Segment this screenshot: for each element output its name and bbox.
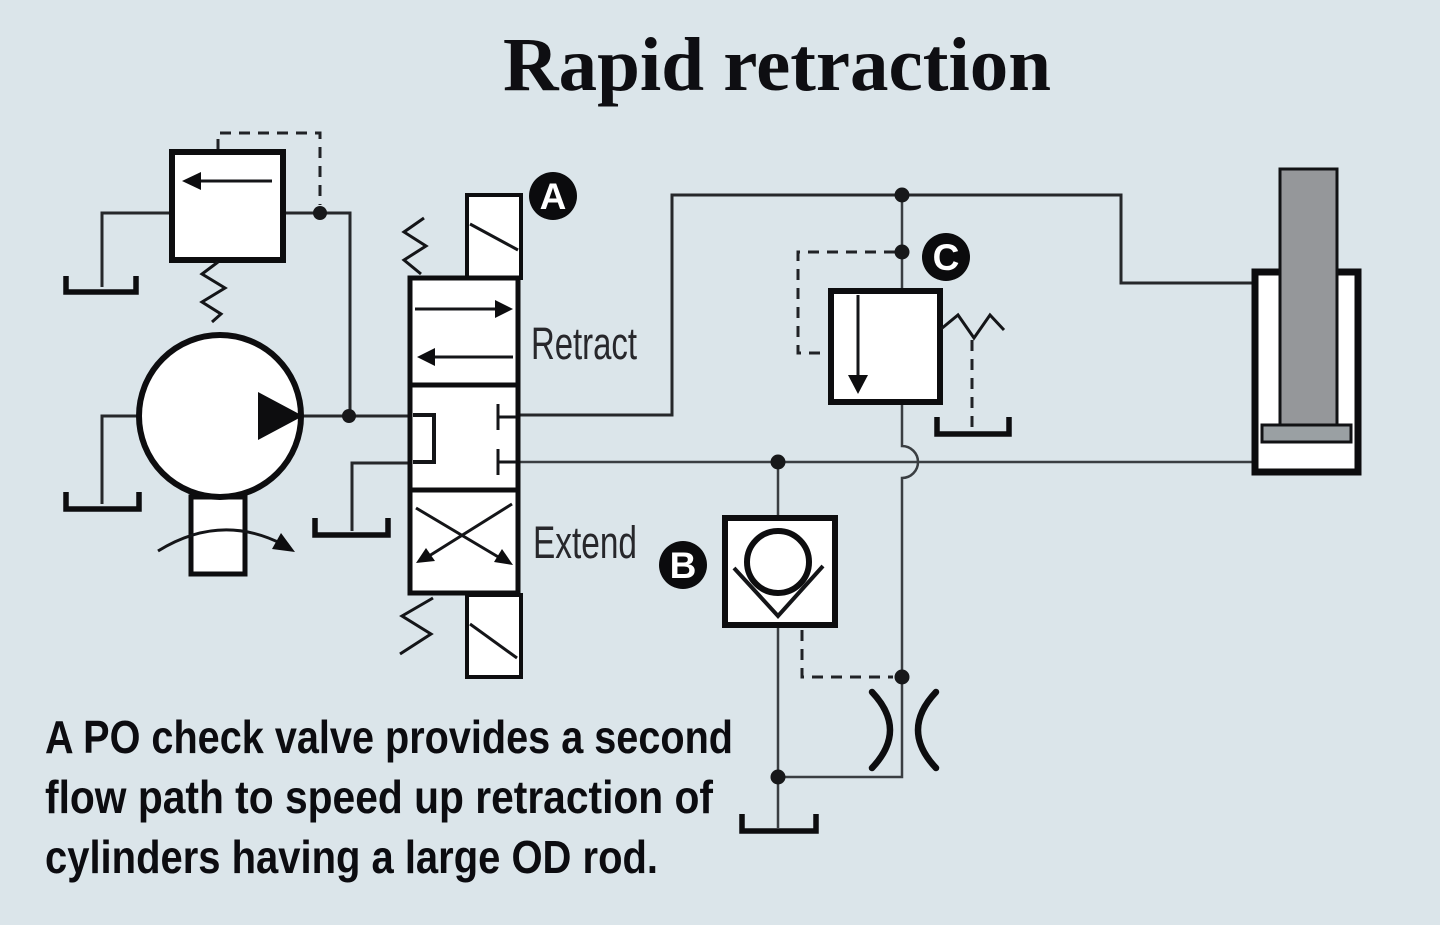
junction-dot bbox=[894, 669, 910, 685]
extend-flow-arrow bbox=[428, 502, 513, 558]
relief-arrowhead-icon bbox=[182, 172, 201, 190]
arrowhead-icon bbox=[494, 549, 513, 565]
tank-icon bbox=[312, 518, 391, 538]
solenoid-bottom bbox=[465, 593, 523, 679]
arrowhead-icon bbox=[848, 375, 868, 394]
solenoid-diagonal-icon bbox=[469, 222, 519, 252]
badge-b: B bbox=[659, 541, 707, 589]
orifice-left-arc-icon bbox=[868, 688, 894, 772]
valve-spring-icon bbox=[401, 216, 429, 276]
solenoid-diagonal-icon bbox=[469, 622, 518, 660]
relief-tank-line bbox=[100, 211, 172, 287]
relief-spring-icon bbox=[199, 260, 228, 324]
junction-dot bbox=[313, 206, 327, 220]
junction-dots bbox=[313, 187, 910, 785]
arrowhead-icon bbox=[495, 300, 513, 318]
retract-label: Retract bbox=[531, 318, 637, 369]
junction-dot bbox=[770, 769, 786, 785]
check-valve-seat-icon bbox=[732, 564, 825, 619]
valve-c-pilot-line bbox=[796, 250, 895, 355]
po-check-valve-b bbox=[722, 462, 893, 834]
valve-spring-icon bbox=[399, 596, 434, 656]
relief-output-line bbox=[283, 211, 352, 416]
extend-flow-arrow bbox=[415, 506, 501, 560]
relief-pilot-line bbox=[216, 131, 322, 205]
check-valve-pilot-line bbox=[800, 630, 893, 679]
junction-dot bbox=[894, 187, 910, 203]
badge-b-label: B bbox=[670, 545, 697, 586]
rotation-arrow bbox=[157, 528, 285, 553]
pump-inlet-line bbox=[100, 414, 139, 504]
counterbalance-valve-c bbox=[778, 195, 1012, 779]
badge-c: C bbox=[922, 233, 970, 281]
page-title: Rapid retraction bbox=[503, 23, 1051, 107]
valve-a-drain-line bbox=[350, 461, 410, 531]
badge-circle-icon bbox=[529, 172, 577, 220]
badge-c-label: C bbox=[933, 237, 960, 278]
caption-line-3: cylinders having a large OD rod. bbox=[45, 831, 658, 883]
orifice-right-arc-icon bbox=[914, 688, 940, 772]
cylinder bbox=[1251, 167, 1362, 476]
cylinder-piston bbox=[1260, 423, 1353, 444]
relief-valve-body bbox=[169, 149, 286, 263]
badge-circle-icon bbox=[922, 233, 970, 281]
valve-a-body bbox=[407, 275, 521, 596]
valve-c-body bbox=[828, 288, 943, 405]
arrowhead-icon bbox=[417, 348, 435, 366]
extend-label: Extend bbox=[533, 517, 637, 568]
pump-flow-triangle-icon bbox=[258, 392, 303, 440]
badge-circle-icon bbox=[659, 541, 707, 589]
tank-icon bbox=[63, 492, 142, 512]
junction-dot bbox=[770, 454, 786, 470]
cylinder-rod bbox=[1278, 167, 1339, 429]
badge-a-label: A bbox=[540, 176, 567, 217]
badge-a: A bbox=[529, 172, 577, 220]
junction-dot bbox=[894, 244, 910, 260]
junction-dot bbox=[342, 409, 356, 423]
tank-icon bbox=[63, 276, 139, 295]
blocked-port-pocket bbox=[413, 413, 436, 464]
tank-icon bbox=[934, 417, 1012, 437]
caption-line-2: flow path to speed up retraction of bbox=[45, 771, 714, 823]
pump-shaft bbox=[188, 494, 248, 577]
pump bbox=[63, 332, 410, 577]
valve-c-outlet-line bbox=[778, 402, 920, 779]
rotation-arrowhead-icon bbox=[272, 533, 295, 552]
tank-icon bbox=[739, 814, 819, 834]
orifice-restriction bbox=[868, 688, 940, 772]
check-valve-ball-icon bbox=[744, 528, 812, 596]
arrowhead-icon bbox=[416, 548, 435, 563]
caption-line-1: A PO check valve provides a second bbox=[45, 711, 733, 763]
valve-spring-icon bbox=[940, 312, 1006, 341]
relief-valve bbox=[63, 131, 352, 416]
